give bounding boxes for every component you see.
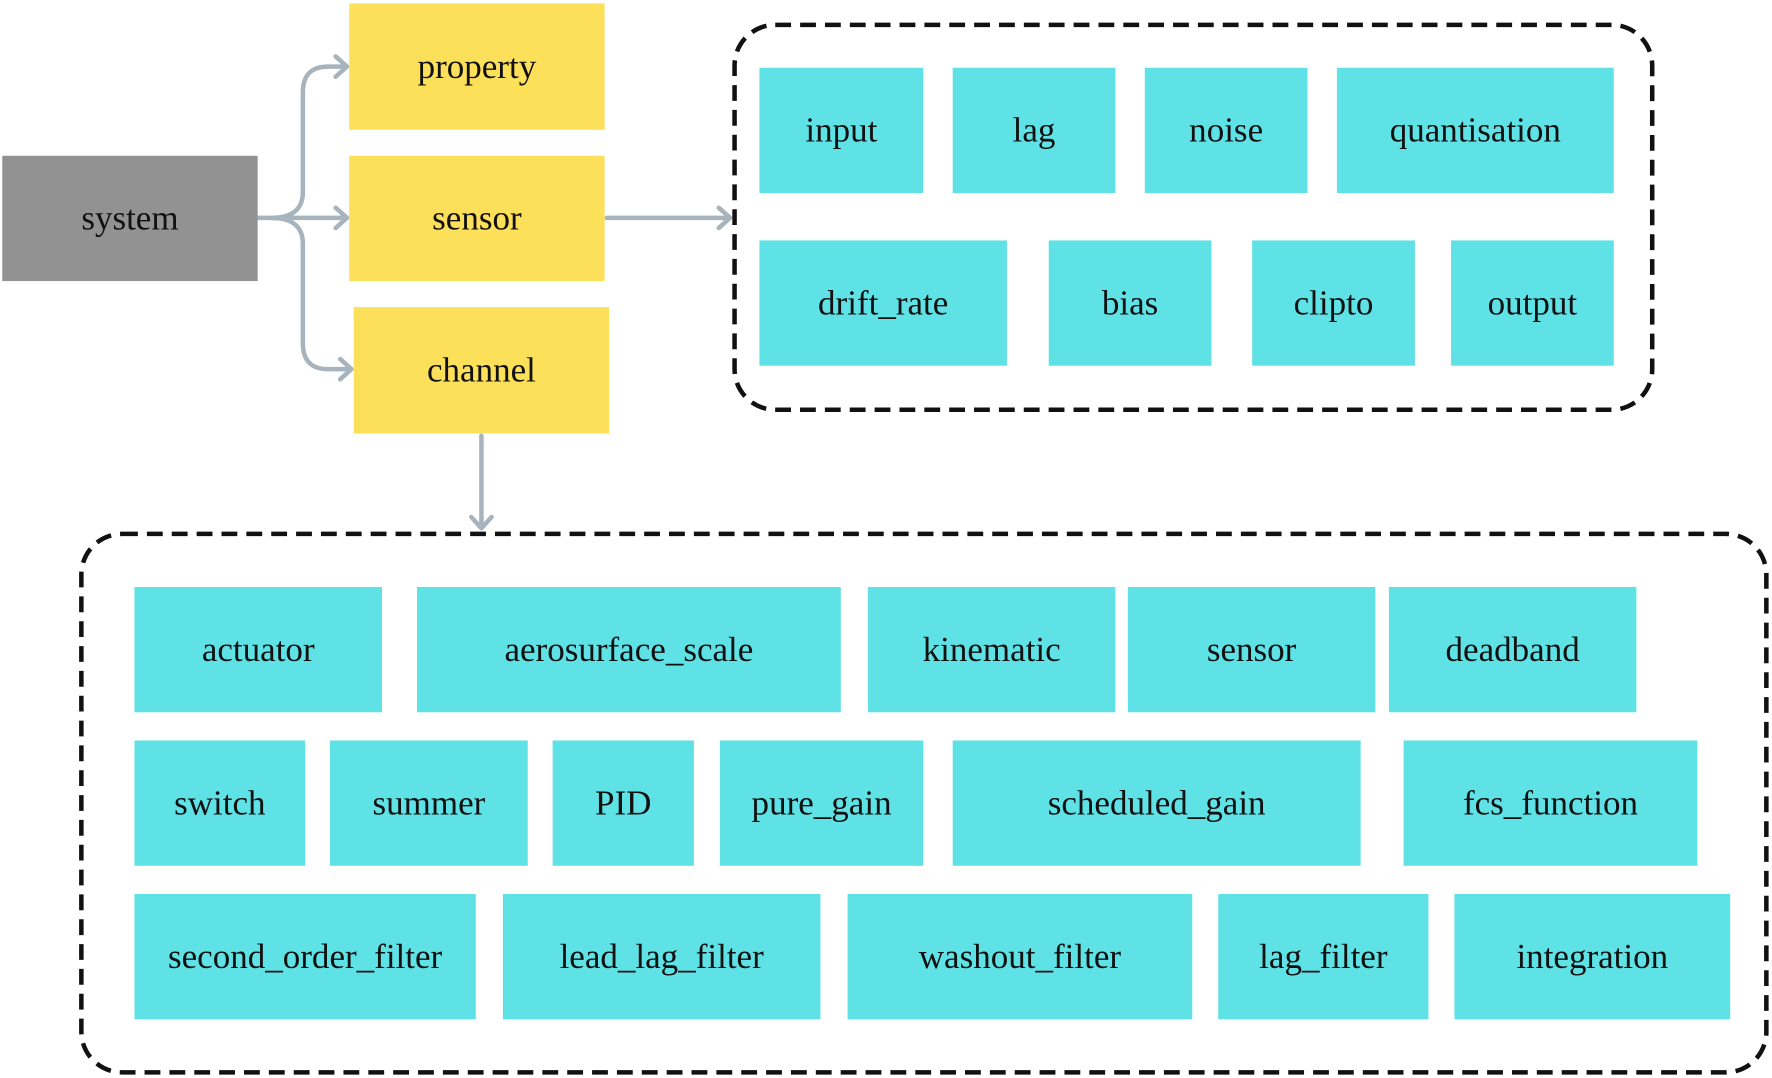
connectors [255, 54, 733, 531]
channel-component-washout-filter: washout_filter [847, 894, 1193, 1020]
channel-component-deadband-label: deadband [1446, 630, 1581, 669]
arrow-head-icon [337, 356, 354, 382]
edge-system-to-channel [268, 215, 352, 372]
channel-component-switch-shape [134, 740, 306, 866]
channel-component-pid-label: PID [595, 783, 651, 822]
channel-component-deadband-shape [1388, 586, 1637, 713]
arrow-head-icon [333, 205, 350, 231]
channel-component-scheduled-gain: scheduled_gain [952, 740, 1361, 866]
channel-component-pure-gain-label: pure_gain [752, 783, 892, 822]
channel-component-actuator-label: actuator [202, 630, 315, 669]
boxes: system property sensor channel input lag noise… [2, 3, 1731, 1020]
channel-node-label: channel [427, 351, 536, 390]
channel-component-integration: integration [1454, 894, 1731, 1020]
sensor-node-label: sensor [432, 199, 522, 238]
channel-component-switch: switch [134, 740, 306, 866]
sensor-component-quantisation: quantisation [1336, 67, 1614, 194]
sensor-component-lag-label: lag [1013, 111, 1056, 150]
channel-component-lag-filter-label: lag_filter [1259, 937, 1388, 976]
sensor-component-lag-shape [952, 67, 1116, 194]
sensor-component-drift-rate-label: drift_rate [818, 283, 948, 322]
arrow-head-icon [716, 205, 733, 231]
sensor-component-noise: noise [1144, 67, 1308, 194]
system-node-shape [2, 155, 258, 282]
channel-component-aerosurface-scale-shape [417, 586, 841, 713]
sensor-component-clipto-label: clipto [1294, 283, 1374, 322]
sensor-node: sensor [349, 155, 605, 282]
channel-component-second-order-filter-label: second_order_filter [168, 937, 443, 976]
channel-component-scheduled-gain-label: scheduled_gain [1048, 783, 1266, 822]
system-node-label: system [81, 199, 178, 238]
sensor-node-shape [349, 155, 605, 282]
channel-component-sensor-label: sensor [1207, 630, 1297, 669]
channel-component-fcs-function-shape [1403, 740, 1698, 866]
sensor-component-drift-rate-shape [759, 240, 1007, 366]
sensor-component-input: input [759, 67, 924, 194]
sensor-component-bias-shape [1048, 240, 1212, 366]
channel-component-scheduled-gain-shape [952, 740, 1361, 866]
channel-component-aerosurface-scale: aerosurface_scale [417, 586, 841, 713]
channel-component-lag-filter: lag_filter [1218, 894, 1429, 1020]
sensor-component-input-shape [759, 67, 924, 194]
property-node: property [349, 3, 605, 130]
channel-component-actuator-shape [134, 586, 382, 713]
channel-component-integration-shape [1454, 894, 1731, 1020]
sensor-components-group [732, 22, 1655, 413]
channel-component-lead-lag-filter-label: lead_lag_filter [560, 937, 765, 976]
sensor-component-quantisation-shape [1336, 67, 1614, 194]
sensor-component-output-shape [1451, 240, 1614, 366]
property-node-label: property [418, 47, 537, 86]
system-node: system [2, 155, 258, 282]
channel-components-group [79, 531, 1769, 1075]
channel-node-shape [353, 307, 610, 434]
sensor-component-output: output [1451, 240, 1614, 366]
channel-component-fcs-function-label: fcs_function [1463, 783, 1638, 822]
channel-component-aerosurface-scale-label: aerosurface_scale [504, 630, 753, 669]
channel-component-integration-label: integration [1516, 937, 1668, 976]
channel-component-deadband: deadband [1388, 586, 1637, 713]
property-node-shape [349, 3, 605, 130]
channel-component-lag-filter-shape [1218, 894, 1429, 1020]
channel-component-lead-lag-filter-shape [502, 894, 821, 1020]
edge-system-to-property [268, 64, 347, 221]
sensor-component-noise-label: noise [1189, 111, 1263, 150]
channel-component-sensor-shape [1127, 586, 1376, 713]
sensor-component-bias: bias [1048, 240, 1212, 366]
channel-component-washout-filter-shape [847, 894, 1193, 1020]
channel-component-washout-filter-label: washout_filter [919, 937, 1122, 976]
sensor-component-noise-shape [1144, 67, 1308, 194]
channel-component-pure-gain-shape [719, 740, 924, 866]
channel-component-pure-gain: pure_gain [719, 740, 924, 866]
sensor-component-lag: lag [952, 67, 1116, 194]
channel-component-second-order-filter: second_order_filter [134, 894, 476, 1020]
channel-component-kinematic-shape [867, 586, 1116, 713]
sensor-component-drift-rate: drift_rate [759, 240, 1007, 366]
sensor-component-output-label: output [1488, 283, 1578, 322]
channel-component-lead-lag-filter: lead_lag_filter [502, 894, 821, 1020]
channel-component-summer-shape [329, 740, 528, 866]
sensor-component-input-label: input [805, 111, 877, 150]
channel-component-summer-label: summer [372, 783, 485, 822]
channel-component-summer: summer [329, 740, 528, 866]
arrow-head-icon [333, 54, 350, 80]
channel-component-second-order-filter-shape [134, 894, 476, 1020]
sensor-component-clipto: clipto [1252, 240, 1415, 366]
channel-component-kinematic-label: kinematic [923, 630, 1061, 669]
channel-component-kinematic: kinematic [867, 586, 1116, 713]
channel-component-pid: PID [552, 740, 694, 866]
channel-component-sensor: sensor [1127, 586, 1376, 713]
channel-component-switch-label: switch [174, 783, 266, 822]
sensor-component-clipto-shape [1252, 240, 1415, 366]
channel-component-actuator: actuator [134, 586, 382, 713]
channel-component-fcs-function: fcs_function [1403, 740, 1698, 866]
sensor-component-bias-label: bias [1102, 283, 1158, 322]
arrow-head-icon [468, 514, 494, 531]
channel-component-pid-shape [552, 740, 694, 866]
sensor-component-quantisation-label: quantisation [1390, 111, 1561, 150]
channel-node: channel [353, 307, 610, 434]
